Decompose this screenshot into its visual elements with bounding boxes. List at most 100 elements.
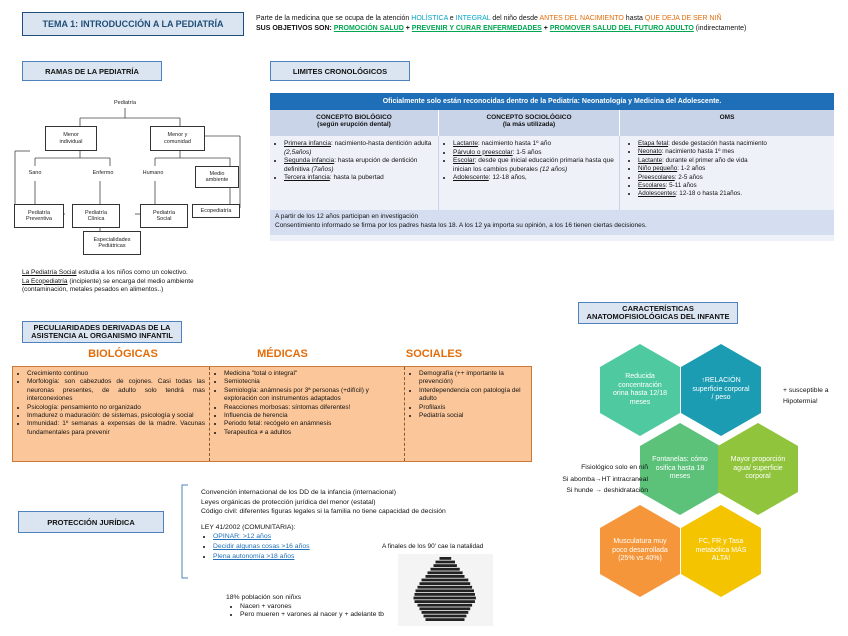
pyramid-bar xyxy=(421,611,446,614)
pyramid-bar xyxy=(445,600,475,603)
limites-item: Etapa fetal: desde gestación hasta nacim… xyxy=(638,140,830,148)
pyramid-bar xyxy=(445,603,473,607)
limites-item: Lactante: durante el primer año de vida xyxy=(638,157,830,165)
hex-item: FC, FR y Tasa metabólica MÁS ALTA! xyxy=(681,505,761,597)
soc-heading: SOCIALES xyxy=(405,348,463,360)
poblacion-item: Pero mueren + varones al nacer y + adela… xyxy=(240,611,406,620)
pyramid-bar xyxy=(445,567,460,571)
pyramid-bar xyxy=(445,578,469,582)
limites-item: Segunda infancia: hasta erupción de dent… xyxy=(284,157,434,174)
proteccion-bracket xyxy=(181,484,188,579)
poblacion-text: 18% población son niñxs Nacen + varonesP… xyxy=(226,594,406,620)
limites-item: Neonato: nacimiento hasta 1º mes xyxy=(638,148,830,156)
tree-ecopediatria: Ecopediatría xyxy=(192,204,240,218)
med-item: Semiología: anámnesis por 3ª personas (+… xyxy=(224,387,400,404)
limites-table: Oficialmente solo están reconocidas dent… xyxy=(270,93,834,241)
tree-pediatria: Pediatría xyxy=(113,100,136,106)
proteccion-text: Convención internacional de los DD de la… xyxy=(201,488,521,561)
pyramid-bar xyxy=(445,571,463,575)
med-item: Periodo fetal: recógelo en anámnesis xyxy=(224,420,400,428)
pyramid-bar xyxy=(419,607,446,611)
tree-pediatria-preventiva: Pediatría Preventiva xyxy=(14,204,64,228)
limites-col-headers: CONCEPTO BIOLÓGICO(según erupción dental… xyxy=(270,110,834,136)
pyramid-bar xyxy=(414,600,446,603)
proteccion-header: PROTECCIÓN JURÍDICA xyxy=(18,511,164,533)
pyramid-bar xyxy=(445,618,465,621)
pyramid-bar xyxy=(433,564,446,567)
pyramid-bar xyxy=(445,557,452,560)
tree-menor-individual: Menor individual xyxy=(45,126,97,151)
hex-item: ↑RELACIÓN superficie corporal / peso xyxy=(681,344,761,436)
pyramid-bar xyxy=(439,557,446,560)
hipotermia-note: + susceptible a Hipotermia! xyxy=(783,387,829,405)
hex-item: Fontanelas: cómo osifica hasta 18 meses xyxy=(640,423,720,515)
ramas-header: RAMAS DE LA PEDIATRÍA xyxy=(22,61,162,81)
tree-pediatria-social: Pediatría Social xyxy=(140,204,188,228)
pyramid-bar xyxy=(417,585,446,589)
tree-humano: Humano xyxy=(142,170,164,176)
soc-item: Profilaxis xyxy=(419,404,527,412)
pyramid-bar xyxy=(445,582,471,585)
page-title: TEMA 1: INTRODUCCIÓN A LA PEDIATRÍA xyxy=(22,12,244,36)
tree-especialidades: Especialidades Pediátricas xyxy=(83,231,141,255)
pyramid-bar xyxy=(445,593,475,596)
pyramid-bar xyxy=(435,560,446,564)
med-item: Medicina "total o integral" xyxy=(224,370,400,378)
poblacion-caption: A finales de los 90' cae la natalidad xyxy=(382,543,484,550)
limites-item: Tercera infancia: hasta la pubertad xyxy=(284,174,434,183)
hex-item: Musculatura muy poco desarrollada (25% v… xyxy=(600,505,680,597)
tree-pediatria-clinica: Pediatría Clínica xyxy=(72,204,120,228)
intro-line-1: Parte de la medicina que se ocupa de la … xyxy=(256,15,722,22)
limites-col1-list: Primera infancia: nacimiento-hasta denti… xyxy=(274,140,434,183)
poblacion-item: Nacen + varones xyxy=(240,603,406,612)
limites-col2-list: Lactante: nacimiento hasta 1º añoPárvulo… xyxy=(443,140,615,183)
med-item: Semiotecnia xyxy=(224,378,400,386)
caracteristicas-header: CARACTERÍSTICAS ANATOMOFISIOLÓGICAS DEL … xyxy=(578,302,738,324)
ramas-notes: La Pediatría Social estudia a los niños … xyxy=(22,269,194,294)
bio-heading: BIOLÓGICAS xyxy=(88,348,158,360)
pyramid-bar xyxy=(414,593,446,596)
soc-item: Pediatría social xyxy=(419,412,527,420)
pyramid-bar xyxy=(425,618,446,621)
pyramid-bar xyxy=(445,585,473,589)
bio-item: Crecimiento continuo xyxy=(27,370,205,378)
limites-item: Adolescente: 12-18 años, xyxy=(453,174,615,183)
pyramid-bar xyxy=(430,567,446,571)
limites-item: Escolares: 5-11 años xyxy=(638,182,830,190)
pyramid-bar xyxy=(427,571,446,575)
pyramid-bar xyxy=(415,589,446,593)
med-list: Medicina "total o integral"SemiotecniaSe… xyxy=(214,370,400,437)
population-pyramid-image xyxy=(398,554,493,626)
pyramid-bar xyxy=(445,611,469,614)
pyramid-bar xyxy=(421,578,446,582)
pyramid-bar xyxy=(423,614,446,618)
pyramid-bar xyxy=(445,614,467,618)
limites-banner: Oficialmente solo están reconocidas dent… xyxy=(270,93,834,110)
limites-item: Adolescentes: 12-18 o hasta 21años. xyxy=(638,190,830,198)
bio-list: Crecimiento continuoMorfología: son cabe… xyxy=(17,370,205,437)
med-item: Influencia de herencia xyxy=(224,412,400,420)
tree-enfermo: Enfermo xyxy=(92,170,114,176)
intro-line-2: SUS OBJETIVOS SON: PROMOCIÓN SALUD + PRE… xyxy=(256,24,747,32)
peculiaridades-table: Crecimiento continuoMorfología: son cabe… xyxy=(12,366,532,462)
intro-text: Parte de la medicina que se ocupa de la … xyxy=(256,15,846,33)
pyramid-bar xyxy=(445,564,457,567)
soc-item: Demografía (++ importante la prevención) xyxy=(419,370,527,387)
med-heading: MÉDICAS xyxy=(257,348,308,360)
limites-item: Preescolares: 2-5 años xyxy=(638,174,830,182)
ley-item: OPINAR: >12 años xyxy=(213,532,521,542)
pyramid-bar xyxy=(425,575,446,578)
hex-item: Mayor proporción agua/ superficie corpor… xyxy=(718,423,798,515)
limites-item: Primera infancia: nacimiento-hasta denti… xyxy=(284,140,434,157)
limites-col3-list: Etapa fetal: desde gestación hasta nacim… xyxy=(628,140,830,199)
pyramid-bar xyxy=(445,575,465,578)
bio-item: Inmadurez o maduración: de sistemas, psi… xyxy=(27,412,205,420)
tree-sano: Sano xyxy=(28,170,42,176)
pyramid-bar xyxy=(445,560,455,564)
limites-footer: A partir de los 12 años participan en in… xyxy=(270,210,834,235)
fontanelas-note: Fisiológico solo en niñ Si abomba→HT int… xyxy=(562,464,648,494)
tree-medio-ambiente: Medio ambiente xyxy=(195,166,239,188)
pyramid-bar xyxy=(419,582,446,585)
med-item: Reacciones morbosas: síntomas diferentes… xyxy=(224,404,400,412)
hex-item: Reducida concentración orina hasta 12/18… xyxy=(600,344,680,436)
